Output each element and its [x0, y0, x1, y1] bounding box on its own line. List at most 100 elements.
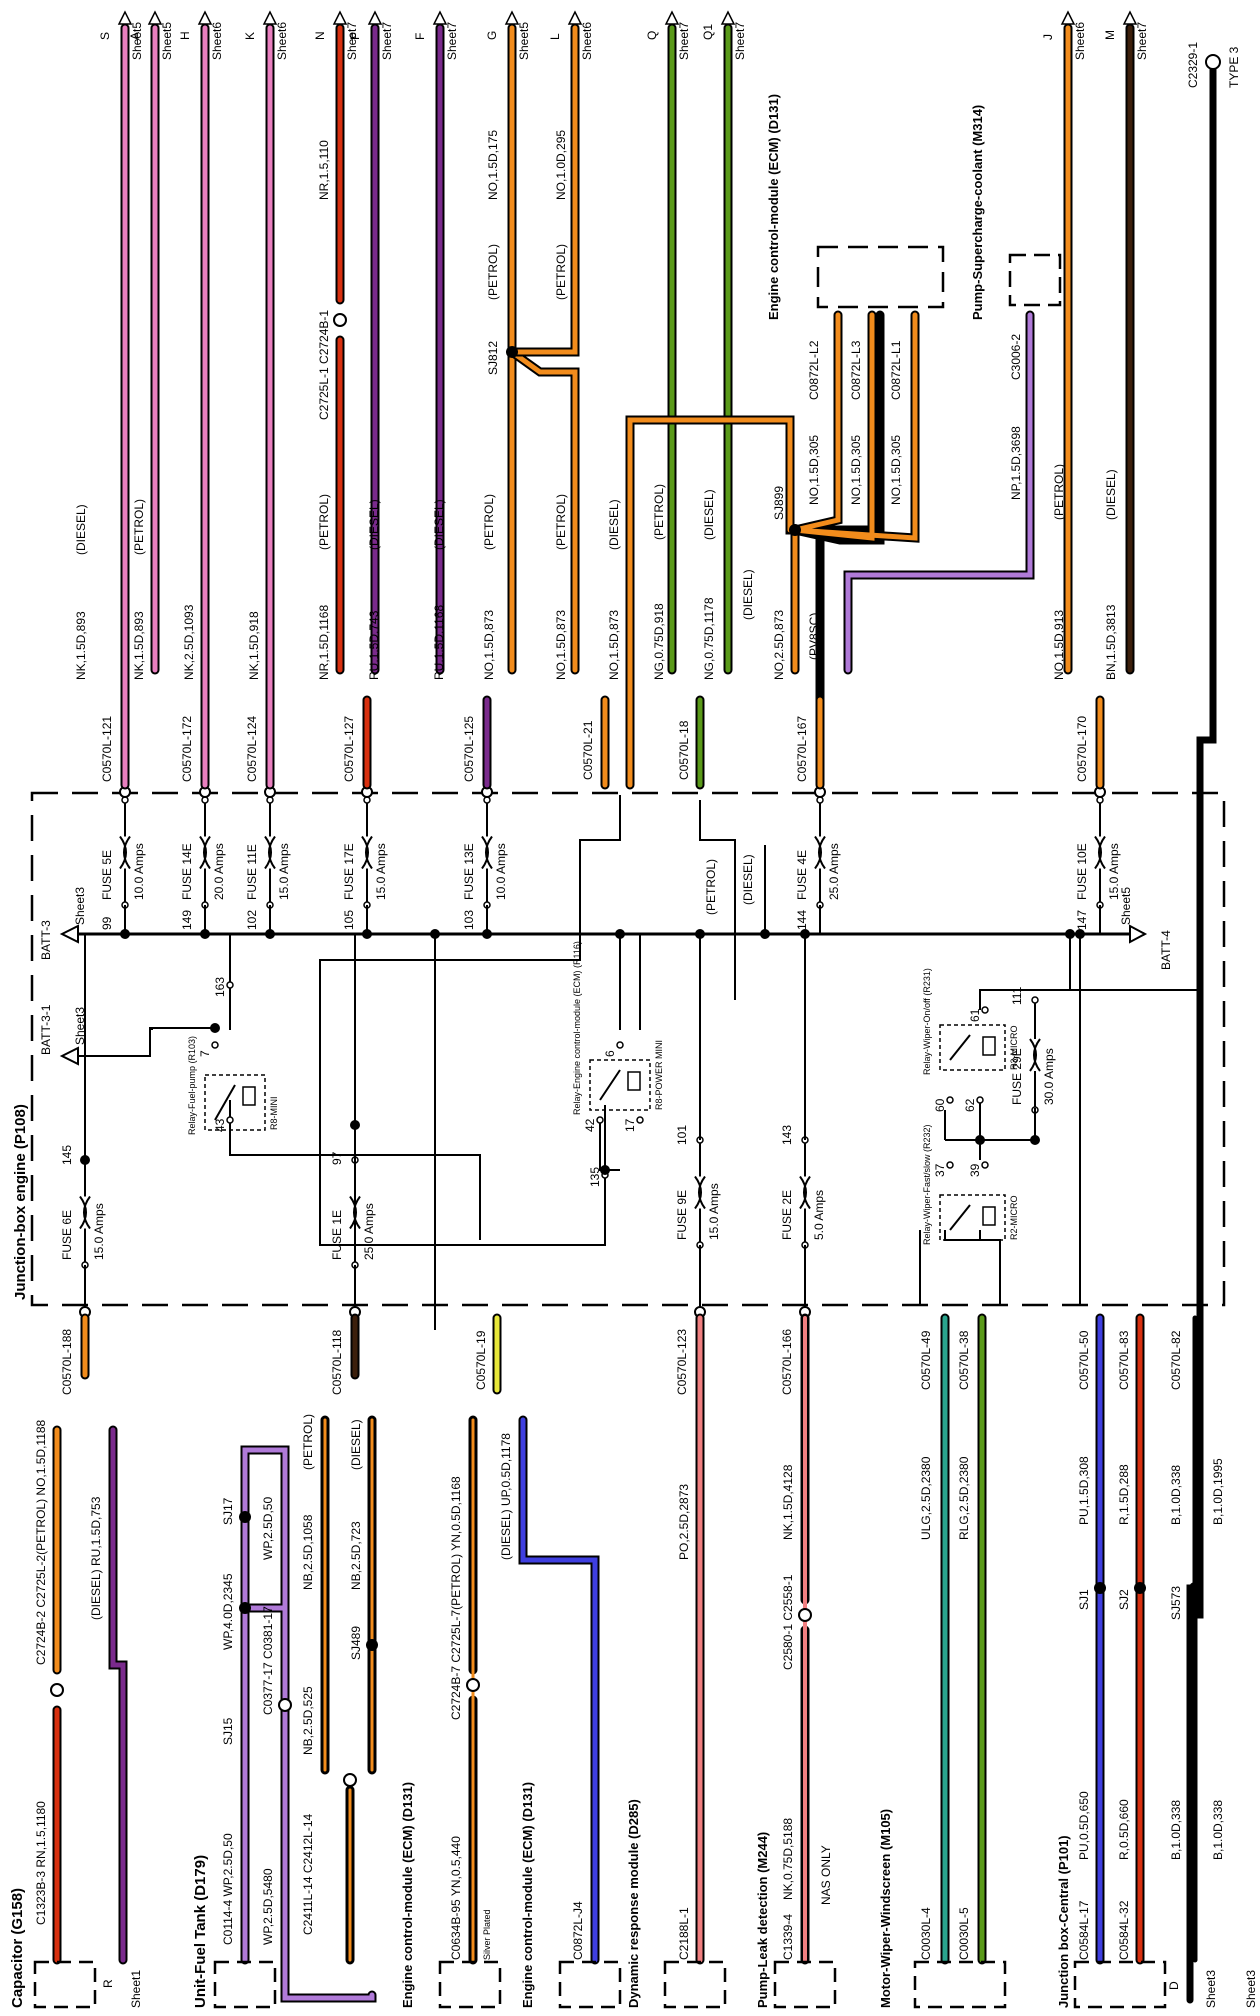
sheet1: Sheet1	[129, 1970, 143, 2008]
bus-dot	[800, 929, 810, 939]
bus-dot	[265, 929, 275, 939]
junction-dot	[210, 1023, 220, 1033]
c0030-4: C0030L-4	[919, 1907, 933, 1960]
top-fuse-amps: 15.0 Amps	[374, 843, 388, 900]
bottom-fuse-amps: 15.0 Amps	[92, 1203, 106, 1260]
tw8-label: NO,1.5D,873	[554, 610, 568, 680]
dest-sheet: Sheet6	[580, 22, 594, 60]
tw13-variant: (PETROL)	[1052, 464, 1066, 520]
no305b: NO,1.5D,305	[849, 435, 863, 505]
bus-dot	[695, 929, 705, 939]
top-fuse-conn: C0570L-125	[462, 716, 476, 782]
wp50: WP,2.5D,50	[261, 1497, 275, 1560]
tw7-label: NO,1.5D,873	[482, 610, 496, 680]
top-fuse-name: FUSE 13E	[462, 843, 476, 900]
sj17-dot	[239, 1511, 251, 1523]
bottom-fuse-conn: C0570L-166	[780, 1329, 794, 1395]
bottom-fuse-name: FUSE 1E	[330, 1210, 344, 1260]
tw14-variant: (DIESEL)	[1104, 469, 1118, 520]
r660: R,0.5D,660	[1117, 1799, 1131, 1860]
c0584-17: C0584L-17	[1077, 1900, 1091, 1960]
fuel-tank-title: Unit-Fuel Tank (D179)	[192, 1855, 209, 2008]
petrol-mid: (PETROL)	[704, 859, 718, 915]
top-fuse-name: FUSE 14E	[180, 843, 194, 900]
c2580: C2580-1 C2558-1	[781, 1574, 795, 1670]
batt31-arrow	[59, 1046, 79, 1066]
dest-arrow	[664, 10, 680, 25]
relay-pin: 7	[198, 1050, 212, 1057]
top-fuse-name: FUSE 4E	[795, 850, 809, 900]
bus-dot	[482, 929, 492, 939]
nk4128: NK,1.5D,4128	[781, 1464, 795, 1540]
sj573: SJ573	[1169, 1586, 1183, 1620]
c2411: C2411L-14 C2412L-14	[301, 1813, 315, 1935]
tw4-variant: (PETROL)	[317, 494, 331, 550]
relay-pin: 62	[963, 1098, 977, 1112]
up1178: (DIESEL) UP,0.5D,1178	[499, 1433, 513, 1560]
junction-dot	[80, 1155, 90, 1165]
tw3-label: NK,1.5D,918	[247, 611, 261, 680]
tw1-variant: (PETROL)	[132, 499, 146, 555]
dest-letter: J	[1041, 34, 1055, 40]
dest-arrow	[197, 10, 213, 25]
dest-letter: H	[178, 31, 192, 40]
dest-sheet: Sheet5	[160, 22, 174, 60]
sj1: SJ1	[1077, 1589, 1091, 1610]
dest-arrow	[432, 10, 448, 25]
c1339: C1339-4	[781, 1914, 795, 1960]
capacitor-title: Capacitor (G158)	[9, 1888, 26, 2008]
bus-dot	[760, 929, 770, 939]
pv8sc: (PV8SC)	[807, 613, 821, 660]
bottom-fuse-conn: C0570L-188	[60, 1329, 74, 1395]
bottom-fuse-name: FUSE 9E	[675, 1190, 689, 1240]
batt4-sheet: Sheet5	[1119, 887, 1133, 925]
top-fuse-name: FUSE 17E	[342, 843, 356, 900]
dest-sheet: Sheet6	[275, 22, 289, 60]
sj899-label: SJ899	[772, 486, 786, 520]
sj15: SJ15	[221, 1717, 235, 1745]
tw7-variant: (PETROL)	[482, 494, 496, 550]
top-fuse-pin: 105	[342, 910, 356, 930]
jbc-title: Junction box-Central (P101)	[1056, 1835, 1071, 2008]
batt4-arrow	[1129, 924, 1148, 944]
tw0-variant: (DIESEL)	[74, 504, 88, 555]
c0584-32: C0584L-32	[1117, 1900, 1131, 1960]
dest-arrow	[567, 10, 583, 25]
c0570-19: C0570L-19	[474, 1330, 488, 1390]
dest-sheet: Sheet7	[1135, 22, 1149, 60]
d-label: D	[1167, 1981, 1181, 1990]
relay-pin: 37	[933, 1163, 947, 1177]
relay-pin: 135	[588, 1167, 602, 1187]
bottom-fuse-conn: C0570L-123	[675, 1329, 689, 1395]
c0570-83: C0570L-83	[1117, 1330, 1131, 1390]
tw8-variant: (PETROL)	[554, 494, 568, 550]
bottom-fuse-pin: 111	[1010, 986, 1024, 1005]
ecm-top-title: Engine control-module (ECM) (D131)	[766, 94, 781, 320]
relay-pin: 61	[968, 1008, 982, 1022]
batt3-arrow	[59, 924, 79, 944]
tw10-label: NG,0.75D,918	[652, 603, 666, 680]
top-fuse-conn: C0570L-121	[100, 716, 114, 782]
petrol-b: (PETROL)	[301, 1414, 315, 1470]
top-fuse-name: FUSE 10E	[1075, 843, 1089, 900]
dest-sheet: Sheet6	[210, 22, 224, 60]
dest-sheet: Sheet7	[345, 22, 359, 60]
tw4-label: NR,1.5D,1168	[317, 605, 331, 680]
relay-name: Relay-Wiper-On/off (R231)	[922, 968, 932, 1075]
relay-name: Relay-Fuel-pump (R103)	[187, 1036, 197, 1135]
c2725-connector	[333, 313, 347, 327]
batt31-label: BATT-3-1	[39, 1004, 53, 1055]
top-fuse-conn: C0570L-127	[342, 716, 356, 782]
bus-dot	[1065, 929, 1075, 939]
relay-name: Relay-Wiper-Fast/slow (R232)	[922, 1124, 932, 1245]
